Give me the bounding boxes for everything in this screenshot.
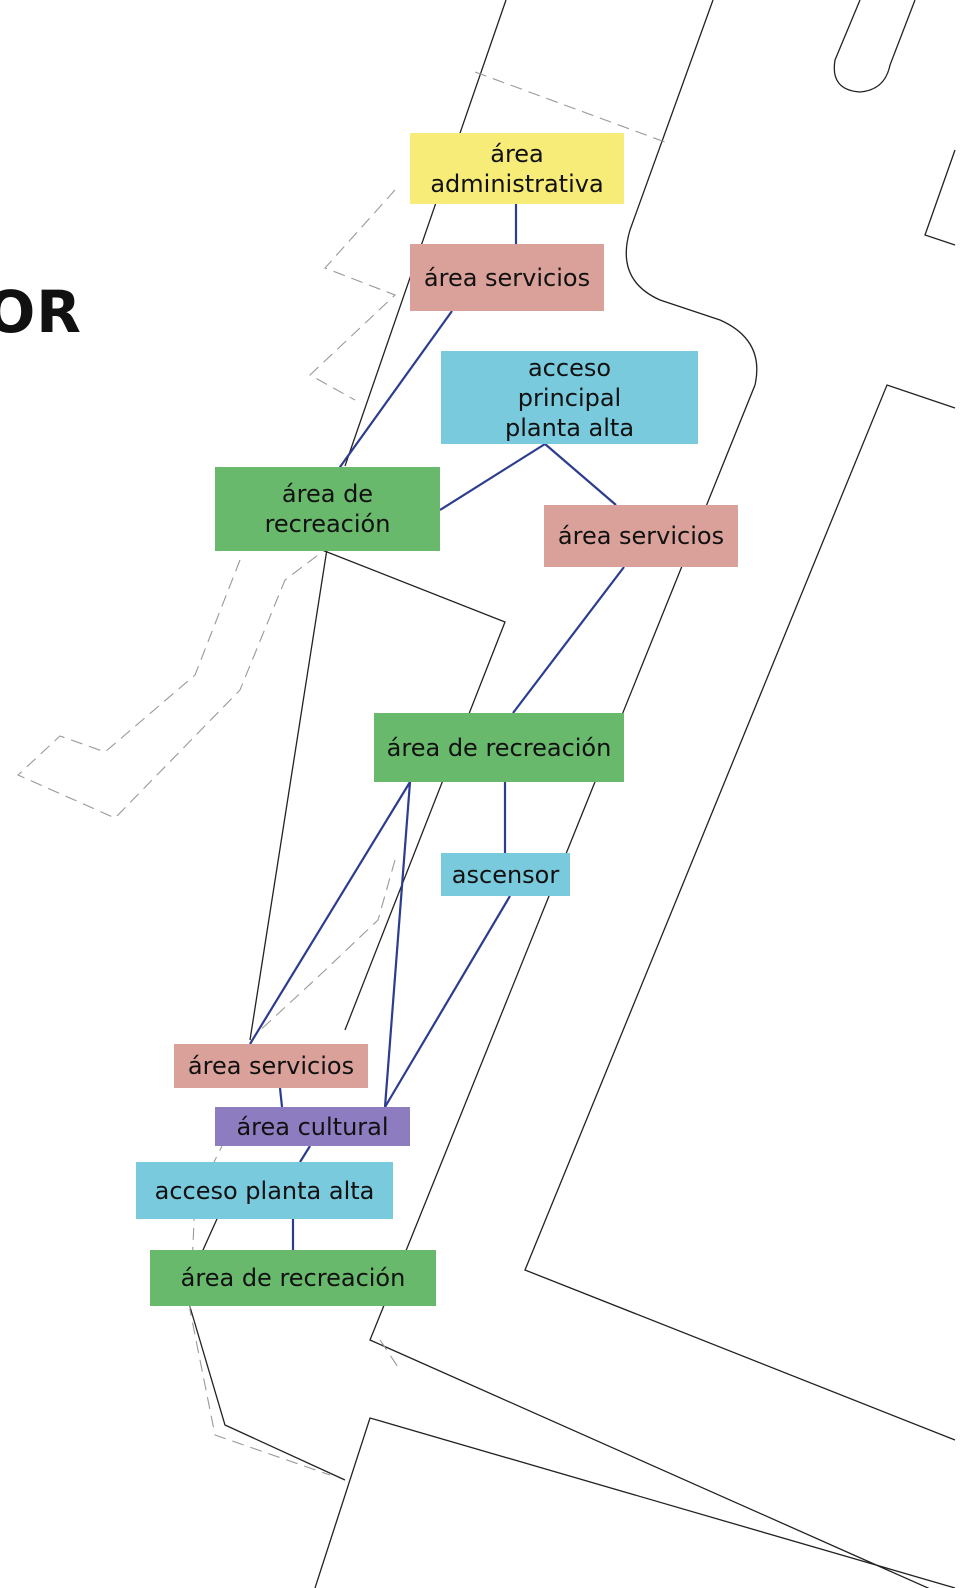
plan-outline-top-right (924, 149, 956, 246)
edge-recr2-serv3 (249, 781, 411, 1045)
diagram-edges (249, 204, 625, 1250)
plan-dashed-top (474, 71, 666, 143)
node-area-servicios-3: área servicios (174, 1044, 368, 1088)
plan-outline-left-strip (249, 0, 507, 1041)
node-ascensor: ascensor (441, 853, 570, 896)
edge-serv1-recr1 (339, 310, 453, 468)
edge-recr2-cultural (383, 781, 412, 1108)
node-area-administrativa: área administrativa (410, 133, 624, 204)
plan-outline-bottom-left (184, 1289, 346, 1481)
node-acceso-planta-alta: acceso planta alta (136, 1162, 393, 1219)
plan-outline-pill (833, 0, 916, 93)
plan-dashed-zig1 (309, 189, 397, 401)
edge-acc-serv2 (544, 443, 617, 506)
edge-cultural-acc (299, 1145, 311, 1163)
node-area-servicios-2: área servicios (544, 505, 738, 567)
node-area-recreacion-1: área de recreación (215, 467, 440, 551)
node-area-recreacion-3: área de recreación (150, 1250, 436, 1306)
plan-outline-bottom (314, 1417, 956, 1588)
plan-outline-lower-block (321, 549, 506, 1031)
plan-dashed-lower (254, 859, 396, 1036)
plan-outline-big-block (524, 384, 956, 1441)
plan-outline-main-band (369, 0, 930, 1588)
node-area-servicios-1: área servicios (410, 244, 604, 311)
node-area-cultural: área cultural (215, 1107, 410, 1146)
node-acceso-principal: acceso principal planta alta (441, 351, 698, 444)
edge-acc-recr1 (439, 443, 546, 511)
edge-serv2-recr2 (512, 566, 625, 714)
title-fragment: OR (0, 278, 82, 346)
edge-ascensor-cultural (384, 895, 511, 1108)
edge-serv3-cultural (278, 1087, 284, 1108)
plan-dashed-zig2 (17, 554, 319, 819)
node-area-recreacion-2: área de recreación (374, 713, 624, 782)
